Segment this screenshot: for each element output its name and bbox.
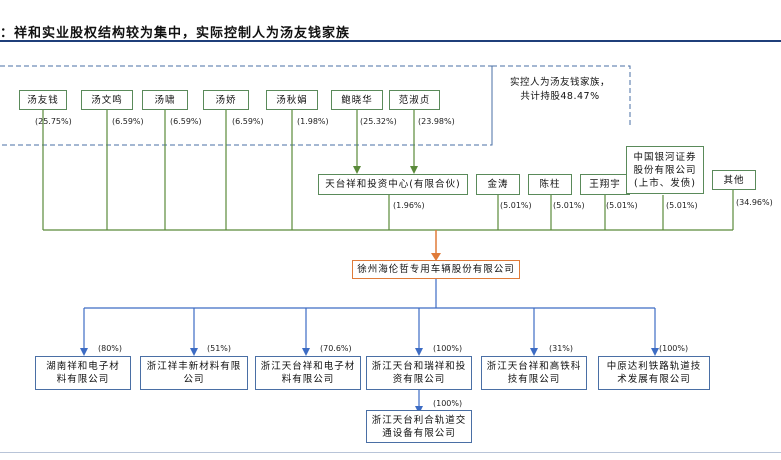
subsidiary-pct: (70.6%) <box>320 344 352 353</box>
shareholder-box: 汤娇 <box>203 90 249 110</box>
subsidiary-name-line2: 公司 <box>183 374 205 385</box>
note-dashed-top <box>492 65 631 128</box>
other-shareholder-pct: (5.01%) <box>666 201 698 210</box>
subsidiary-name-line2: 技有限公司 <box>507 374 561 385</box>
other-shareholder-pct: (5.01%) <box>606 201 638 210</box>
shareholder-box: 鲍晓华 <box>331 90 383 110</box>
subsidiary-pct: (100%) <box>659 344 689 353</box>
subsidiary-name-line1: 浙江天台和瑞祥和投 <box>371 361 467 372</box>
bottom-rule <box>0 452 781 453</box>
title-rule <box>0 40 781 42</box>
subsidiary-name-line2: 术发展有限公司 <box>617 374 691 385</box>
other-shareholder-box: 金涛 <box>476 174 520 195</box>
arrow-to-center-2 <box>410 166 418 174</box>
subsidiary-pct: (100%) <box>433 344 463 353</box>
other-shareholder-pct: (34.96%) <box>736 198 773 207</box>
galaxy-name-line3: (上市、发债) <box>634 177 696 189</box>
other-shareholder-pct: (5.01%) <box>500 201 532 210</box>
subsidiary-pct: (80%) <box>98 344 123 353</box>
holding-center-box: 天台祥和投资中心(有限合伙) <box>318 174 468 195</box>
sub-subsidiary-pct: (100%) <box>433 399 463 408</box>
galaxy-securities-box: 中国银河证券 股份有限公司 (上市、发债) <box>626 146 704 194</box>
controller-note-line2: 共计持股48.47% <box>520 91 600 102</box>
shareholder-box: 汤友钱 <box>19 90 67 110</box>
sub-subsidiary-box: 浙江天台利合轨道交 通设备有限公司 <box>366 410 472 443</box>
controller-note-line1: 实控人为汤友钱家族， <box>509 77 610 88</box>
sub-subsidiary-name-line1: 浙江天台利合轨道交 <box>371 414 467 426</box>
subsidiary-pct: (51%) <box>207 344 232 353</box>
subsidiary-name-line1: 浙江天台祥和电子材 <box>260 361 356 372</box>
shareholder-pct: (25.32%) <box>360 117 397 126</box>
shareholder-pct: (6.59%) <box>170 117 202 126</box>
subsidiary-name-line1: 浙江天台祥和高铁科 <box>486 361 582 372</box>
main-company-box: 徐州海伦哲专用车辆股份有限公司 <box>352 260 520 279</box>
shareholder-box: 汤啸 <box>142 90 188 110</box>
subsidiary-box: 湖南祥和电子材 料有限公司 <box>35 356 131 390</box>
subsidiary-box: 浙江祥丰新材料有限 公司 <box>140 356 248 390</box>
shareholder-box: 汤文鸣 <box>81 90 133 110</box>
holding-center-pct: (1.96%) <box>393 201 425 210</box>
subsidiary-name-line2: 料有限公司 <box>56 374 110 385</box>
subsidiary-box: 浙江天台祥和高铁科 技有限公司 <box>481 356 587 390</box>
shareholder-box: 范淑贞 <box>389 90 440 110</box>
shareholder-box: 汤秋娟 <box>266 90 318 110</box>
other-shareholder-box: 陈柱 <box>528 174 572 195</box>
subsidiary-pct: (31%) <box>549 344 574 353</box>
subsidiary-name-line1: 浙江祥丰新材料有限 <box>146 361 242 372</box>
shareholder-pct: (6.59%) <box>232 117 264 126</box>
family-dashed-boundary <box>0 65 493 146</box>
galaxy-name-line1: 中国银河证券 <box>633 151 697 163</box>
other-shareholder-box: 其他 <box>712 170 756 190</box>
subsidiary-name-line1: 中原达利铁路轨道技 <box>606 361 702 372</box>
galaxy-name-line2: 股份有限公司 <box>633 164 697 176</box>
shareholder-pct: (1.98%) <box>297 117 329 126</box>
shareholder-pct: (6.59%) <box>112 117 144 126</box>
controller-note: 实控人为汤友钱家族， 共计持股48.47% <box>500 76 620 104</box>
subsidiary-box: 浙江天台祥和电子材 料有限公司 <box>255 356 361 390</box>
arrow-to-center-1 <box>353 166 361 174</box>
sub-subsidiary-name-line2: 通设备有限公司 <box>382 427 456 439</box>
subsidiary-name-line2: 料有限公司 <box>281 374 335 385</box>
other-shareholder-pct: (5.01%) <box>553 201 585 210</box>
subsidiary-name-line2: 资有限公司 <box>392 374 446 385</box>
shareholder-pct: (25.75%) <box>35 117 72 126</box>
subsidiary-box: 中原达利铁路轨道技 术发展有限公司 <box>598 356 710 390</box>
other-shareholder-box: 王翔宇 <box>580 174 630 195</box>
figure-title: ：祥和实业股权结构较为集中，实际控制人为汤友钱家族 <box>0 26 351 41</box>
subsidiary-box: 浙江天台和瑞祥和投 资有限公司 <box>366 356 472 390</box>
subsidiary-name-line1: 湖南祥和电子材 <box>46 361 120 372</box>
shareholder-pct: (23.98%) <box>418 117 455 126</box>
